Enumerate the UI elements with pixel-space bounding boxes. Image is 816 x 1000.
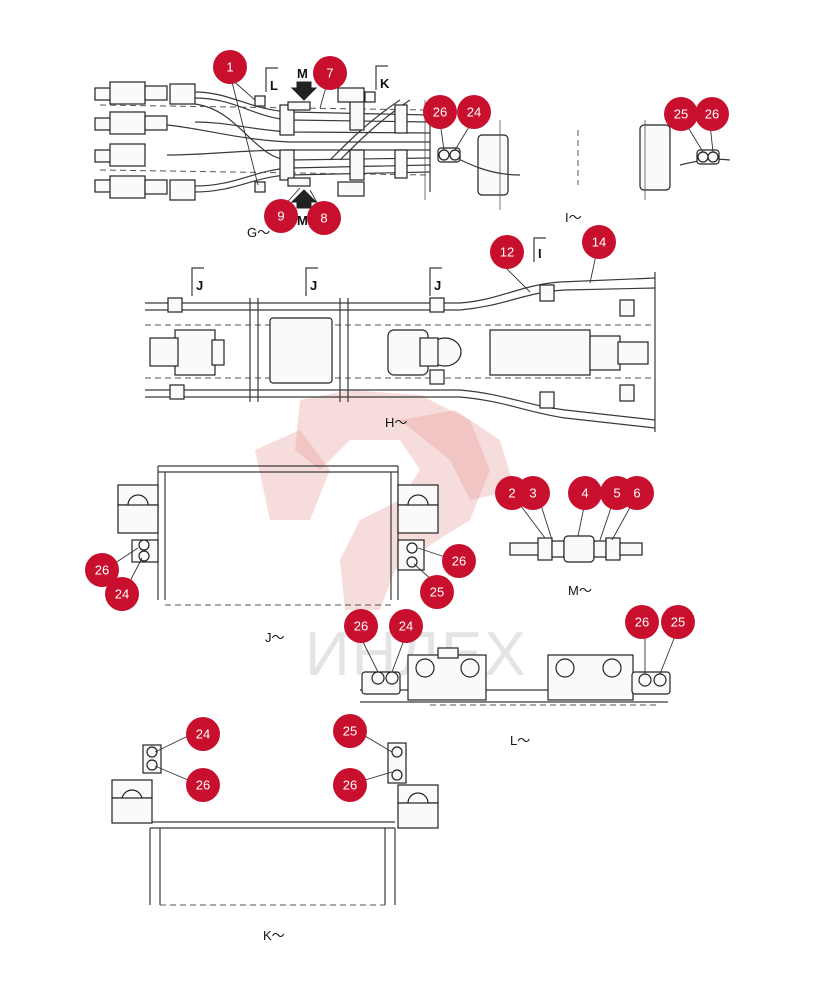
- view-label-m: M～: [568, 583, 592, 598]
- callout-7[interactable]: 7: [313, 56, 347, 90]
- callout-12[interactable]: 12: [490, 235, 524, 269]
- view-label-j: J～: [265, 630, 285, 645]
- callout-number: 26: [452, 554, 466, 569]
- section-marker-j-3: J: [434, 278, 441, 293]
- view-label-k: K～: [263, 928, 285, 943]
- callout-24-view-l-left[interactable]: 24: [389, 609, 423, 643]
- callout-number: 5: [613, 486, 620, 501]
- callout-25-view-j-right[interactable]: 25: [420, 575, 454, 609]
- callout-26-view-k-left[interactable]: 26: [186, 768, 220, 802]
- section-marker-k: K: [380, 76, 390, 91]
- callout-number: 12: [500, 245, 514, 260]
- callout-25-view-i[interactable]: 25: [664, 97, 698, 131]
- section-marker-l: L: [270, 78, 278, 93]
- callout-number: 26: [343, 778, 357, 793]
- view-l-drawing: [360, 647, 671, 706]
- callout-26-view-j-left[interactable]: 26: [85, 553, 119, 587]
- callout-number: 26: [635, 615, 649, 630]
- callout-number: 24: [115, 587, 129, 602]
- callout-26-view-k-right[interactable]: 26: [333, 768, 367, 802]
- callout-number: 6: [633, 486, 640, 501]
- view-label-g: G～: [247, 225, 270, 240]
- callout-26-view-l-left[interactable]: 26: [344, 609, 378, 643]
- callout-9[interactable]: 9: [264, 199, 298, 233]
- callout-number: 14: [592, 235, 606, 250]
- callout-number: 7: [326, 66, 333, 81]
- callout-number: 26: [705, 107, 719, 122]
- callout-26-view-j-right[interactable]: 26: [442, 544, 476, 578]
- view-label-i: I～: [565, 210, 582, 225]
- callout-number: 25: [430, 585, 444, 600]
- view-g-clamps: [279, 99, 408, 181]
- callout-25-view-l-right[interactable]: 25: [661, 605, 695, 639]
- section-marker-m-top: M: [297, 66, 308, 81]
- callout-number: 26: [433, 105, 447, 120]
- callout-14[interactable]: 14: [582, 225, 616, 259]
- callout-4[interactable]: 4: [568, 476, 602, 510]
- section-marker-j-1: J: [196, 278, 203, 293]
- callout-number: 25: [674, 107, 688, 122]
- callout-number: 8: [320, 211, 327, 226]
- callout-number: 24: [467, 105, 481, 120]
- callout-5[interactable]: 5: [600, 476, 634, 510]
- section-marker-i: I: [538, 246, 542, 261]
- callout-1[interactable]: 1: [213, 50, 247, 84]
- view-k-drawing: [111, 742, 439, 906]
- callout-25-view-k[interactable]: 25: [333, 714, 367, 748]
- callout-26-view-g[interactable]: 26: [423, 95, 457, 129]
- watermark-logo: [255, 390, 515, 610]
- callout-number: 25: [343, 724, 357, 739]
- callout-number: 2: [508, 486, 515, 501]
- callout-number: 25: [671, 615, 685, 630]
- callout-24-view-j-left[interactable]: 24: [105, 577, 139, 611]
- view-m-drawing: [509, 535, 643, 563]
- section-marker-m-bottom: M: [297, 213, 308, 228]
- callout-24-view-k[interactable]: 24: [186, 717, 220, 751]
- callout-24-view-g[interactable]: 24: [457, 95, 491, 129]
- view-j-drawing: [117, 465, 439, 606]
- callout-number: 24: [399, 619, 413, 634]
- callout-26-view-l-right[interactable]: 26: [625, 605, 659, 639]
- callout-8[interactable]: 8: [307, 201, 341, 235]
- callout-number: 4: [581, 486, 588, 501]
- view-g-drawing: [94, 65, 431, 209]
- view-h-drawing: [145, 237, 656, 432]
- view-g-left-couplings: [94, 81, 196, 201]
- callout-number: 1: [226, 60, 233, 75]
- view-label-h: H～: [385, 415, 407, 430]
- callout-number: 3: [529, 486, 536, 501]
- callout-number: 26: [95, 563, 109, 578]
- callout-number: 9: [277, 209, 284, 224]
- callout-number: 26: [354, 619, 368, 634]
- callout-26-view-i[interactable]: 26: [695, 97, 729, 131]
- view-label-l: L～: [510, 733, 530, 748]
- section-marker-j-2: J: [310, 278, 317, 293]
- callout-2[interactable]: 2: [495, 476, 529, 510]
- callout-number: 26: [196, 778, 210, 793]
- view-i-drawing: [437, 120, 731, 210]
- callout-number: 24: [196, 727, 210, 742]
